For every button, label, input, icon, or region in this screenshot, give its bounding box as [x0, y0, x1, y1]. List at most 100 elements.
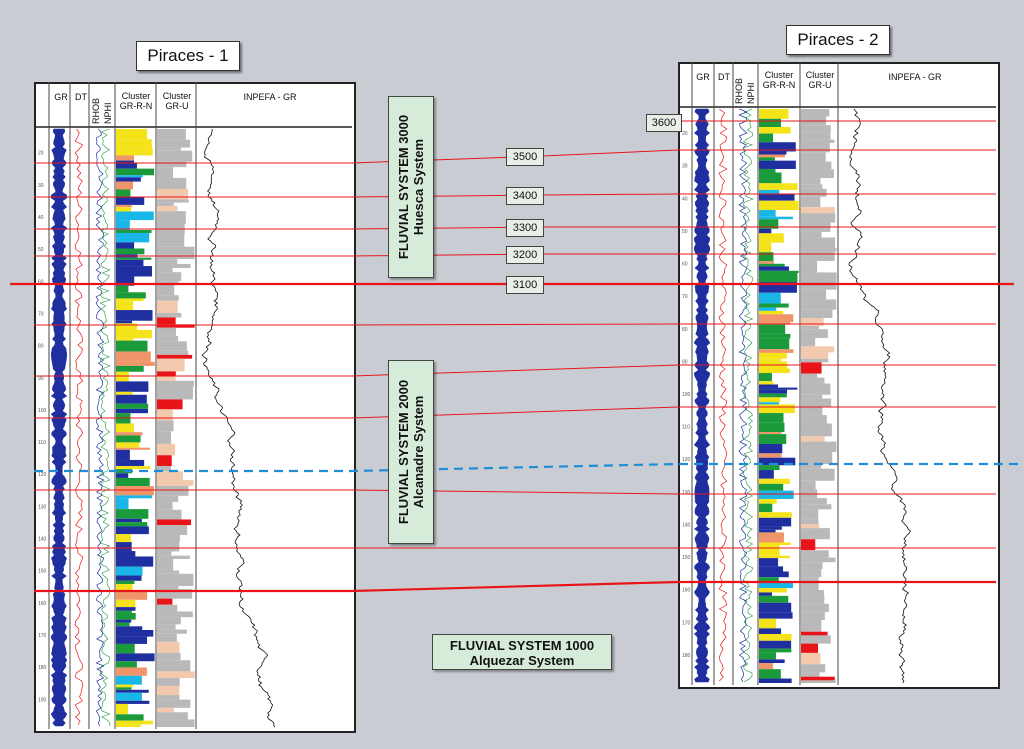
w0-gru-block — [157, 371, 176, 377]
w0-facies-block — [116, 442, 140, 448]
w0-gru-block — [157, 695, 180, 700]
w1-gru-block — [801, 620, 822, 632]
w2-header-gr: GR — [696, 72, 710, 82]
w0-facies-block — [116, 160, 135, 164]
w1-inpefa-curve — [848, 108, 911, 684]
w1-gru-block — [801, 595, 825, 604]
w2-header-cluster-gru-l2: GR-U — [808, 80, 832, 90]
w1-depth-tick: 100 — [682, 392, 691, 398]
w1-facies-block — [759, 558, 779, 567]
w1-depth-tick: 60 — [682, 262, 688, 268]
w1-facies-block — [759, 333, 791, 339]
w1-gru-block — [801, 226, 831, 232]
w0-facies-block — [116, 257, 152, 260]
w1-gru-block — [801, 464, 822, 469]
w1-facies-block — [759, 628, 782, 634]
w1-facies-block — [759, 404, 795, 414]
w1-gru-block — [801, 550, 829, 558]
w0-gru-block — [157, 420, 174, 432]
w1-facies-block — [759, 389, 788, 394]
w1-gru-block — [801, 394, 823, 399]
w1-depth-tick: 40 — [682, 196, 688, 202]
w1-gru-block — [801, 188, 827, 197]
w0-facies-block — [116, 720, 154, 725]
w1-gru-block — [801, 519, 819, 525]
w1-header-cluster-gru: Cluster GR-U — [158, 91, 196, 111]
w0-facies-block — [116, 459, 145, 467]
w0-facies-block — [116, 700, 150, 704]
w0-gru-block — [157, 604, 178, 612]
w0-gru-block — [157, 485, 189, 496]
sequence-label-3600: 3600 — [646, 114, 682, 132]
w1-facies-block — [759, 633, 792, 641]
w1-gru-block — [801, 139, 835, 143]
w1-facies-block — [759, 588, 787, 593]
w0-gru-block — [157, 147, 181, 151]
w1-gru-block — [801, 299, 837, 310]
w0-gru-block — [157, 471, 183, 481]
w0-depth-tick: 60 — [38, 279, 44, 285]
w0-gru-block — [157, 555, 190, 559]
w0-gru-block — [157, 629, 187, 634]
w1-facies-block — [759, 478, 790, 484]
w1-facies-block — [759, 384, 779, 388]
w1-gru-block — [801, 169, 834, 179]
w1-facies-block — [759, 648, 792, 653]
w1-gru-block — [801, 237, 836, 249]
w2-header-cluster-gru: Cluster GR-U — [801, 70, 839, 90]
w0-facies-block — [116, 340, 148, 352]
w0-gru-block — [157, 586, 179, 590]
w1-depth-tick: 50 — [682, 229, 688, 235]
w1-facies-block — [759, 393, 787, 398]
w0-facies-block — [116, 692, 142, 701]
w1-gru-block — [801, 142, 830, 153]
w1-facies-block — [759, 160, 796, 169]
w1-facies-block — [759, 443, 783, 454]
w1-gru-block — [801, 377, 825, 384]
w0-depth-tick: 110 — [38, 440, 46, 446]
w1-facies-block — [759, 252, 774, 262]
w1-facies-block — [759, 532, 784, 543]
w0-facies-block — [116, 181, 134, 190]
system-1000-subtitle: Alquezar System — [469, 653, 575, 668]
w1-depth-tick: 180 — [682, 653, 691, 659]
w0-facies-block — [116, 498, 129, 510]
w0-facies-block — [116, 371, 129, 382]
w0-facies-block — [116, 622, 130, 627]
w1-depth-tick: 120 — [682, 457, 691, 463]
w1-gru-block — [801, 346, 835, 353]
w1-gru-block — [801, 635, 831, 644]
w1-gru-block — [801, 415, 827, 424]
w1-facies-block — [759, 200, 799, 211]
w1-depth-tick: 160 — [682, 588, 691, 594]
w0-facies-block — [116, 276, 135, 286]
w2-header-cluster-grrn-l1: Cluster — [764, 70, 794, 80]
w0-facies-block — [116, 526, 149, 535]
w0-gru-block — [157, 519, 192, 526]
w0-facies-block — [116, 636, 148, 644]
w1-gru-block — [801, 652, 821, 665]
w0-gru-block — [157, 617, 181, 625]
w0-gru-block — [157, 284, 175, 296]
w0-facies-block — [116, 703, 129, 715]
w1-facies-block — [759, 216, 793, 220]
w1-gru-block — [801, 423, 832, 437]
w0-gru-block — [157, 263, 191, 269]
w0-facies-block — [116, 189, 131, 198]
w1-gru-block — [801, 184, 823, 189]
w0-depth-tick: 30 — [38, 183, 44, 189]
w1-gru-block — [801, 231, 822, 238]
w0-facies-block — [116, 242, 135, 249]
correlation-line — [34, 323, 996, 326]
w1-facies-block — [759, 498, 777, 504]
w1-facies-block — [759, 542, 791, 546]
w0-depth-tick: 150 — [38, 569, 47, 575]
w1-gru-block — [801, 569, 822, 578]
w1-gru-block — [801, 318, 824, 326]
w1-gr-curve — [693, 108, 711, 683]
w1-facies-block — [759, 402, 780, 405]
w1-facies-block — [759, 189, 780, 194]
w0-facies-block — [116, 129, 148, 140]
w0-gru-block — [157, 633, 177, 642]
correlation-line — [34, 364, 996, 377]
